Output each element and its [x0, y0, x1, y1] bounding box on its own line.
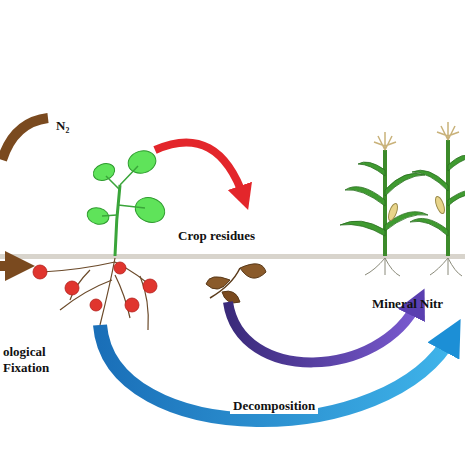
- residue-arrow: [155, 142, 244, 198]
- crop-residue-leaves: [206, 264, 266, 303]
- legume-leaves: [85, 148, 168, 227]
- n2-arrow: [2, 118, 48, 160]
- root-nodules: [33, 262, 157, 312]
- corn-plants: [340, 122, 465, 276]
- gas-label: N₂: [56, 118, 69, 134]
- decomposition-arrow-outer: [100, 325, 452, 420]
- legume-roots: [42, 258, 155, 330]
- residue-label: Crop residues: [178, 228, 255, 244]
- decomposition-arrow-inner: [228, 302, 418, 362]
- process-label: Decomposition: [230, 398, 318, 414]
- legume-petioles: [102, 166, 145, 216]
- fixation-label: ological Fixation: [3, 344, 65, 377]
- mineral-label: Mineral Nitr: [372, 296, 443, 312]
- ground-line: [0, 254, 465, 259]
- fixation-arrow: [0, 261, 20, 271]
- legume-stem: [115, 185, 120, 256]
